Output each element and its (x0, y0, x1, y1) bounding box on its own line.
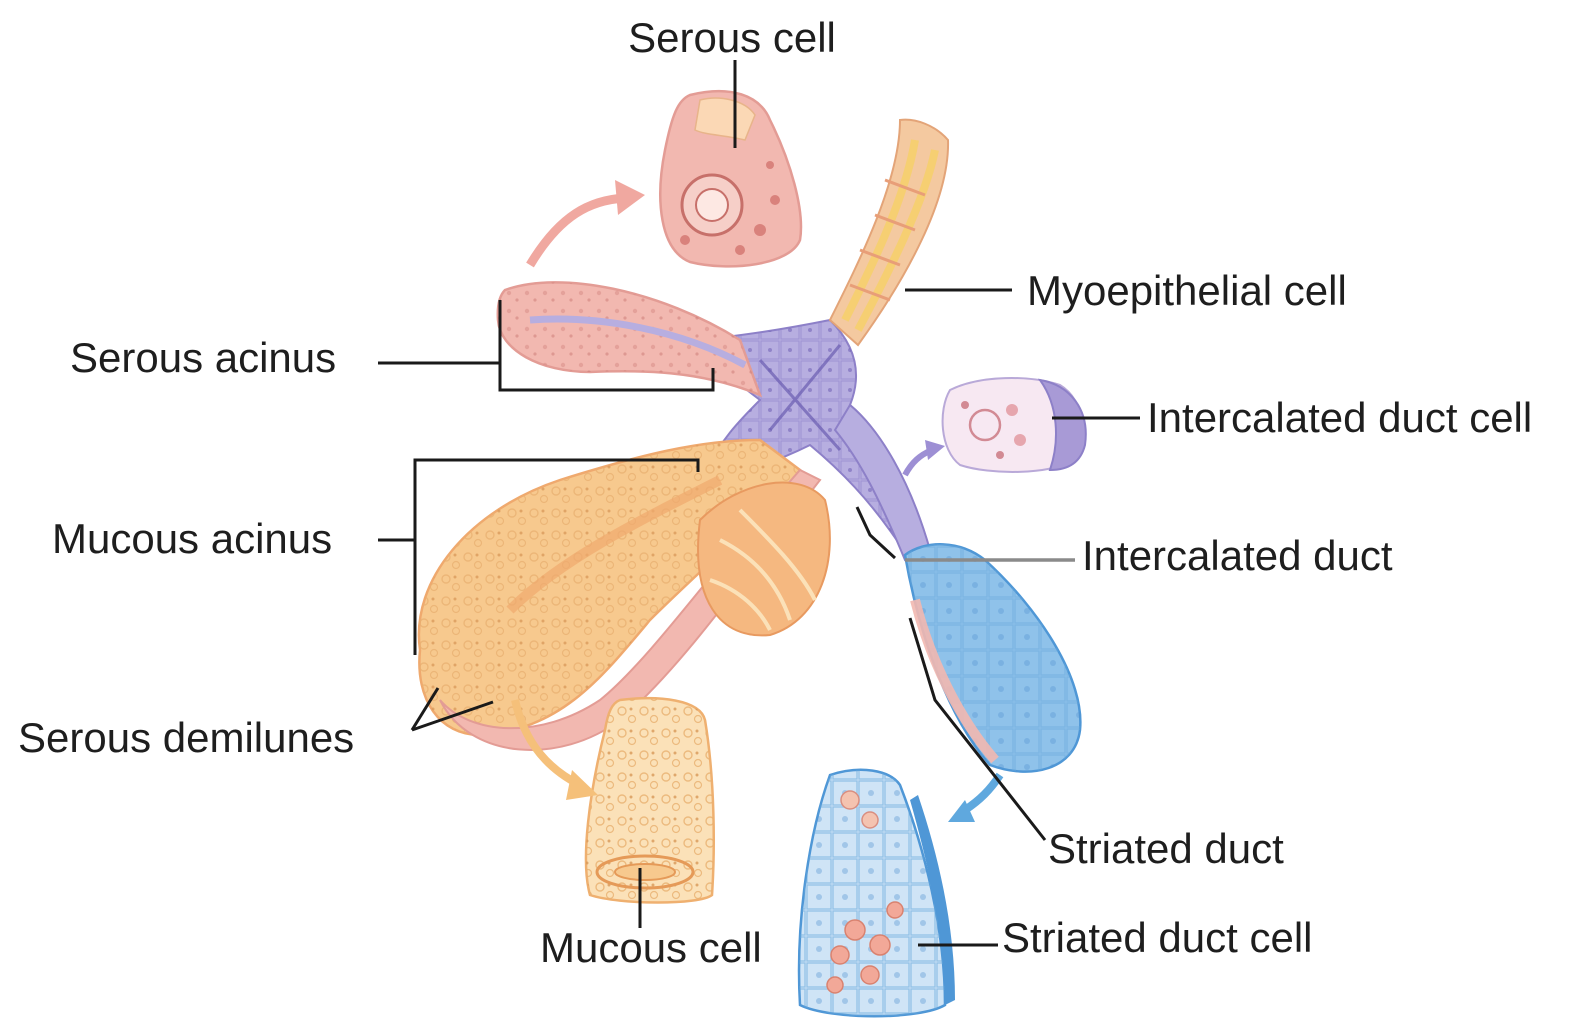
serous-arrowhead-icon (615, 180, 645, 215)
mucous-cell-illustration (586, 698, 714, 902)
serous-acinus-shape (498, 282, 760, 395)
label-mucous-acinus: Mucous acinus (52, 515, 332, 562)
label-myoepithelial-cell: Myoepithelial cell (1027, 267, 1347, 314)
label-serous-acinus: Serous acinus (70, 334, 336, 381)
striated-arrow-icon (965, 775, 1000, 810)
label-mucous-cell: Mucous cell (540, 924, 762, 971)
intercalated-duct-cell-illustration (943, 378, 1086, 472)
label-striated-duct-cell: Striated duct cell (1002, 914, 1313, 961)
label-serous-demilunes: Serous demilunes (18, 714, 354, 761)
intercalated-arrowhead-icon (925, 440, 945, 460)
label-intercalated-duct: Intercalated duct (1082, 532, 1393, 579)
serous-cell-illustration (660, 91, 801, 266)
label-striated-duct: Striated duct (1048, 825, 1284, 872)
striated-duct-cell-illustration (799, 770, 955, 1016)
serous-arrow-icon (530, 198, 625, 265)
label-intercalated-duct-cell: Intercalated duct cell (1147, 394, 1532, 441)
label-serous-cell: Serous cell (628, 14, 836, 61)
